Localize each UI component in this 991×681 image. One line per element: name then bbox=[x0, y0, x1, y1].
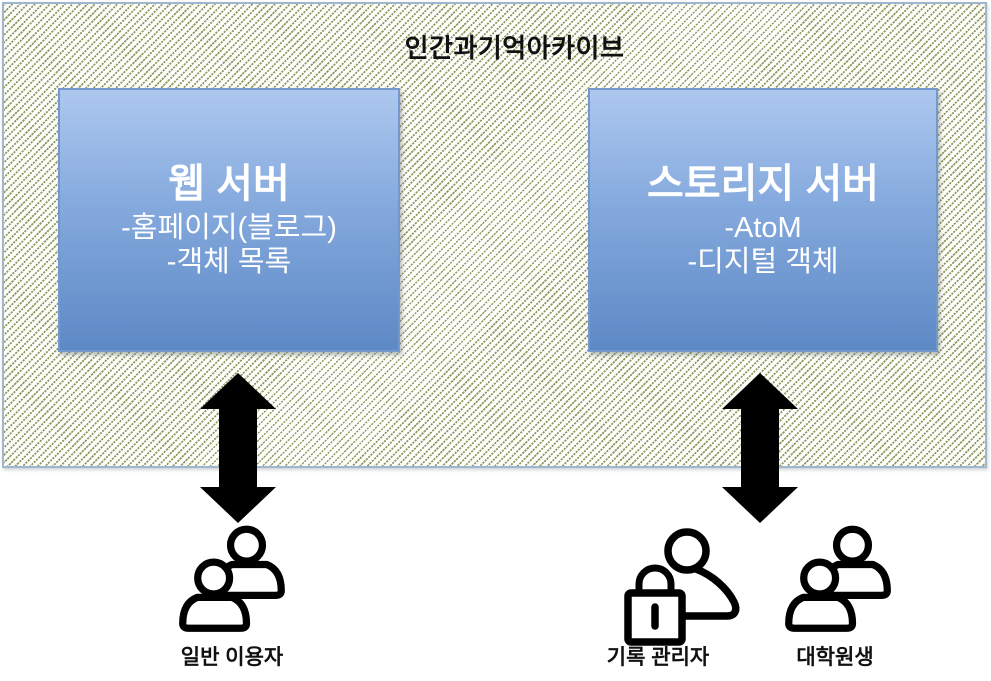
users-icon bbox=[785, 525, 891, 632]
web-server-title: 웹 서버 bbox=[168, 161, 290, 206]
storage-server-item: -디지털 객체 bbox=[687, 246, 839, 278]
storage-server-box: 스토리지 서버 -AtoM -디지털 객체 bbox=[588, 88, 938, 352]
actor-label-records-manager: 기록 관리자 bbox=[606, 646, 710, 669]
web-server-item: -홈페이지(블로그) bbox=[121, 211, 337, 244]
actor-label-general-user: 일반 이용자 bbox=[180, 646, 284, 669]
double-arrow-web-users-icon bbox=[200, 373, 276, 523]
storage-server-item: -AtoM bbox=[724, 211, 802, 244]
web-server-box: 웹 서버 -홈페이지(블로그) -객체 목록 bbox=[58, 88, 400, 352]
storage-server-title: 스토리지 서버 bbox=[647, 161, 879, 206]
actor-label-graduate-student: 대학원생 bbox=[796, 646, 874, 669]
locked-user-icon bbox=[624, 528, 740, 646]
double-arrow-storage-users-icon bbox=[722, 373, 798, 523]
web-server-item: -객체 목록 bbox=[166, 246, 292, 278]
archive-title: 인간과기억아카이브 bbox=[404, 33, 625, 63]
users-icon bbox=[179, 525, 285, 632]
